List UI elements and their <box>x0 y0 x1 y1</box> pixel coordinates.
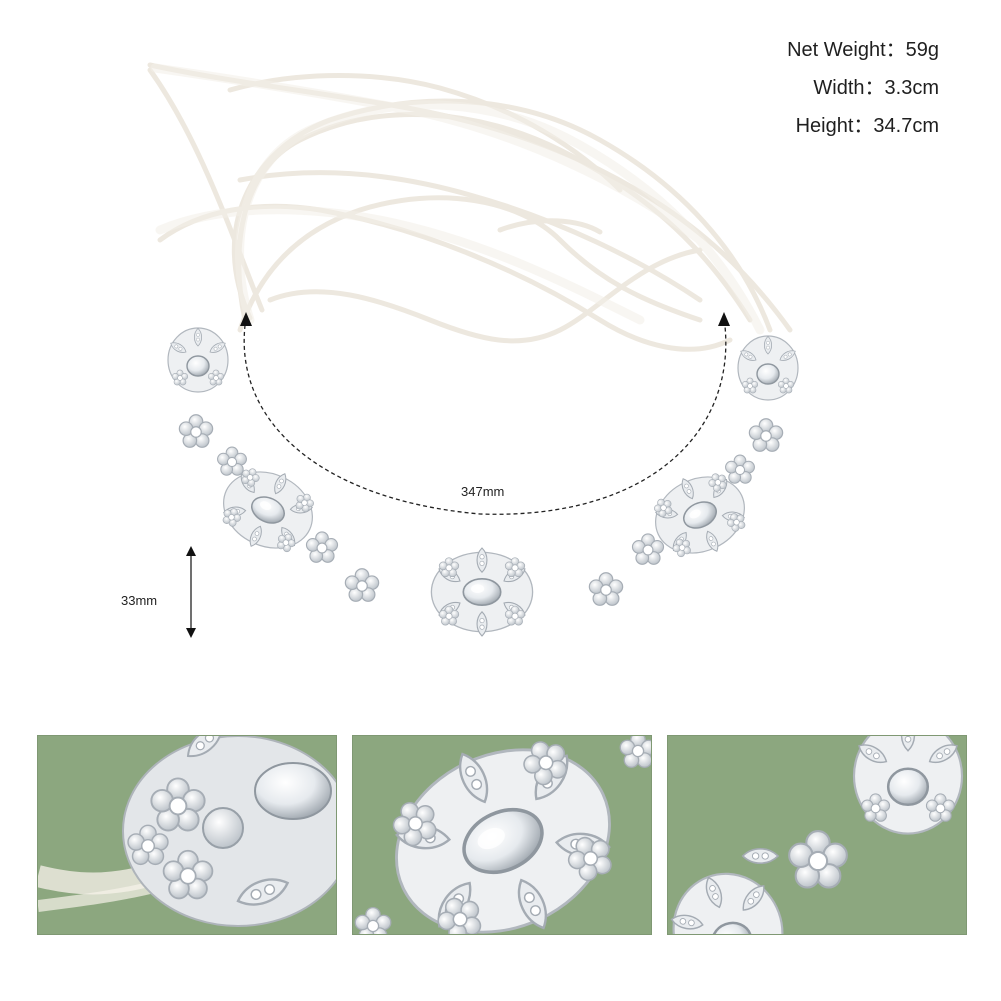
spec-height: Height：34.7cm <box>795 115 939 137</box>
product-main-illustration <box>147 62 1001 638</box>
double-vertical-arrow-icon <box>186 546 196 638</box>
spec-width: Width：3.3cm <box>813 77 939 99</box>
rhinestone-belt <box>168 328 798 636</box>
spec-net-weight: Net Weight：59g <box>787 39 939 61</box>
dashed-arc-arrow-icon <box>240 312 730 515</box>
detail-photo-ribbon-end <box>37 735 337 935</box>
detail-photo-center-piece <box>352 735 652 935</box>
length-dimension-label: 347mm <box>461 484 505 499</box>
detail-photo-link-flowers <box>667 735 967 935</box>
height-dimension-label: 33mm <box>121 593 158 608</box>
